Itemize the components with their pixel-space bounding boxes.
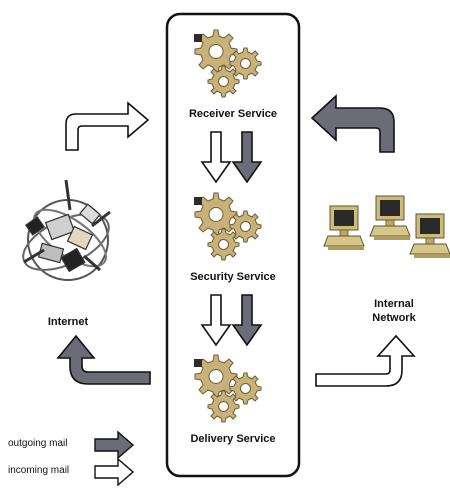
outgoing-down-arrow-2 [231, 294, 263, 347]
internal-network-computers-icon [323, 195, 450, 259]
legend-incoming-arrow-icon [94, 457, 135, 487]
incoming-network-arrow [315, 334, 416, 387]
internet-icon [22, 179, 111, 281]
security-service-label: Security Service [190, 271, 276, 283]
incoming-down-arrow-2 [200, 294, 232, 347]
internet-label: Internet [47, 316, 89, 328]
outgoing-network-arrow [310, 94, 395, 153]
outgoing-internet-arrow [56, 334, 151, 385]
legend-outgoing-label: outgoing mail [8, 438, 68, 449]
legend-incoming-label: incoming mail [8, 465, 70, 476]
internal-network-label-line2: Network [372, 312, 416, 324]
delivery-service-label: Delivery Service [190, 433, 276, 445]
incoming-internet-arrow [65, 101, 150, 151]
internal-network-label-line1: Internal [374, 298, 414, 310]
legend-outgoing-arrow-icon [94, 430, 135, 460]
incoming-down-arrow-1 [200, 131, 232, 184]
receiver-service-label: Receiver Service [188, 108, 278, 120]
outgoing-down-arrow-1 [231, 131, 263, 184]
